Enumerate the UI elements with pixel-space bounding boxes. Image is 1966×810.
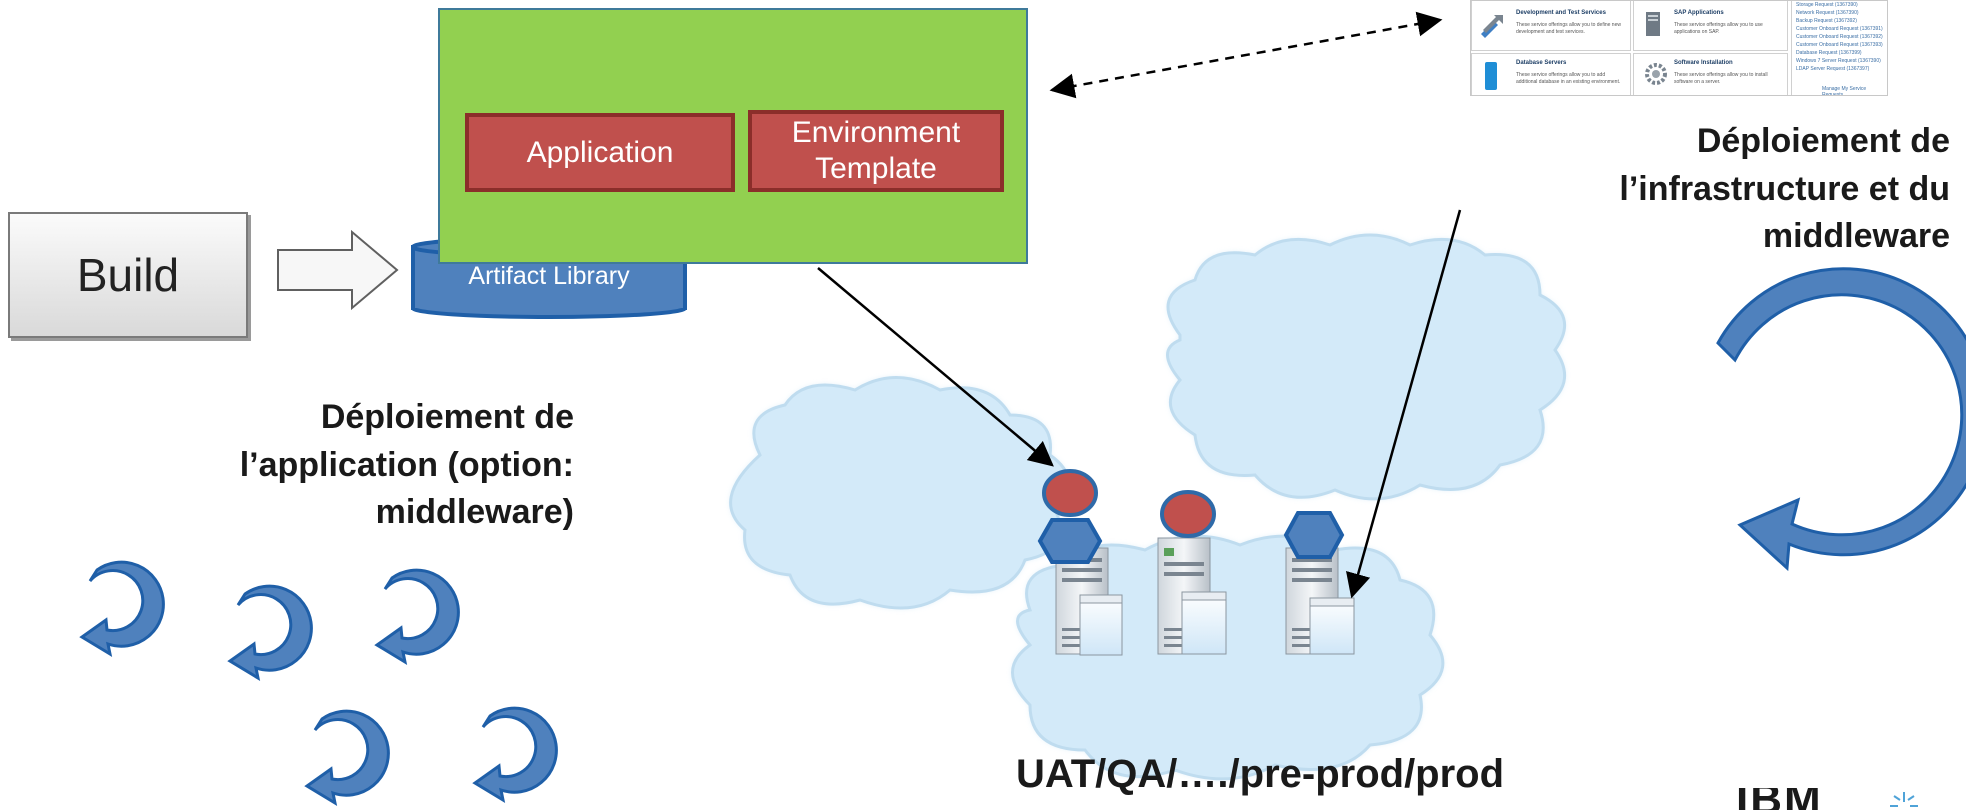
catalog-tile-database[interactable]: Database Servers These service offerings… (1471, 53, 1631, 95)
catalog-tile-dev-test[interactable]: Development and Test Services These serv… (1471, 1, 1631, 51)
manage-requests-link[interactable]: Manage My Service Requests... (1822, 86, 1867, 96)
catalog-tile-software[interactable]: Software Installation These service offe… (1633, 53, 1788, 95)
request-item[interactable]: Windows 7 Server Request (1367390) (1796, 58, 1881, 64)
request-item[interactable]: Network Request (1367390) (1796, 10, 1859, 16)
application-box: Application (465, 113, 735, 192)
request-list-panel: Storage Request (1367390) Network Reques… (1791, 1, 1887, 96)
request-item[interactable]: Database Request (1367399) (1796, 50, 1862, 56)
database-icon (1485, 62, 1497, 90)
server-icon (1646, 12, 1660, 36)
cycle-icon-1 (79, 560, 165, 658)
build-box: Build (8, 212, 248, 338)
cycle-icon-3 (374, 568, 460, 666)
catalog-tile-desc: These service offerings allow you to def… (1516, 22, 1621, 35)
gear-icon (1645, 63, 1667, 85)
cloud-back (1166, 233, 1566, 501)
wrench-icon (1481, 15, 1503, 38)
build-label: Build (76, 249, 180, 301)
catalog-tile-desc: These service offerings allow you to ins… (1674, 72, 1768, 85)
cloud-left (729, 376, 1071, 610)
ibm-logo: IBM (1736, 788, 1918, 810)
server-2 (1157, 537, 1227, 655)
infrastructure-text-line2: l’infrastructure et du (1619, 169, 1950, 208)
deploy-infrastructure-arrow (1346, 209, 1462, 599)
environments-label: UAT/QA/…./pre-prod/prod (1015, 752, 1505, 796)
infrastructure-deployment-text: Déploiement de l’infrastructure et du mi… (1500, 118, 1950, 261)
dashed-double-arrow (1049, 11, 1443, 99)
application-label: Application (526, 135, 674, 169)
catalog-tile-sap[interactable]: SAP Applications These service offerings… (1633, 1, 1788, 51)
application-text-line2: l’application (option: (239, 445, 574, 484)
application-text-line1: Déploiement de (320, 398, 574, 436)
request-item[interactable]: Customer Onboard Request (1367392) (1796, 34, 1883, 40)
middleware-hexagon-1 (1037, 518, 1103, 564)
cycle-icon-5 (472, 706, 558, 804)
application-circle-1 (1042, 469, 1098, 517)
server-3 (1285, 547, 1355, 655)
infrastructure-cycle-icon (1716, 267, 1966, 572)
sparkle-icon (1890, 792, 1918, 807)
infrastructure-text-line1: Déploiement de (1696, 122, 1950, 160)
deploy-application-arrow (817, 267, 1054, 467)
application-cycle-icons (79, 560, 558, 807)
request-item[interactable]: Backup Request (1367392) (1796, 18, 1857, 24)
catalog-tile-desc: These service offerings allow you to use… (1674, 22, 1763, 35)
catalog-tile-title: Database Servers (1516, 60, 1567, 66)
middleware-hexagon-2 (1283, 511, 1345, 559)
environment-template-box: Environment Template (748, 110, 1004, 192)
infrastructure-text-line3: middleware (1762, 217, 1950, 256)
service-catalog-thumbnail: Development and Test Services These serv… (1470, 0, 1888, 96)
cycle-icon-2 (227, 584, 313, 682)
request-item[interactable]: LDAP Server Request (1367397) (1796, 66, 1870, 72)
build-to-artifact-arrow (277, 229, 399, 311)
cycle-icon-4 (304, 709, 390, 807)
request-item[interactable]: Customer Onboard Request (1367391) (1796, 26, 1883, 32)
ibm-logo-text: IBM (1736, 788, 1823, 810)
environment-template-line2: Template (815, 152, 937, 185)
catalog-tile-title: Software Installation (1674, 60, 1733, 66)
environment-template-line1: Environment (791, 116, 961, 149)
catalog-tile-title: Development and Test Services (1516, 10, 1606, 16)
artifact-library-label: Artifact Library (468, 262, 630, 290)
catalog-tile-title: SAP Applications (1674, 10, 1724, 16)
application-text-line3: middleware) (375, 493, 574, 532)
catalog-tile-desc: These service offerings allow you to add… (1516, 72, 1621, 85)
request-item[interactable]: Customer Onboard Request (1367393) (1796, 42, 1883, 48)
application-circle-2 (1160, 490, 1216, 538)
request-item[interactable]: Storage Request (1367390) (1796, 2, 1858, 8)
application-deployment-text: Déploiement de l’application (option: mi… (110, 394, 574, 537)
